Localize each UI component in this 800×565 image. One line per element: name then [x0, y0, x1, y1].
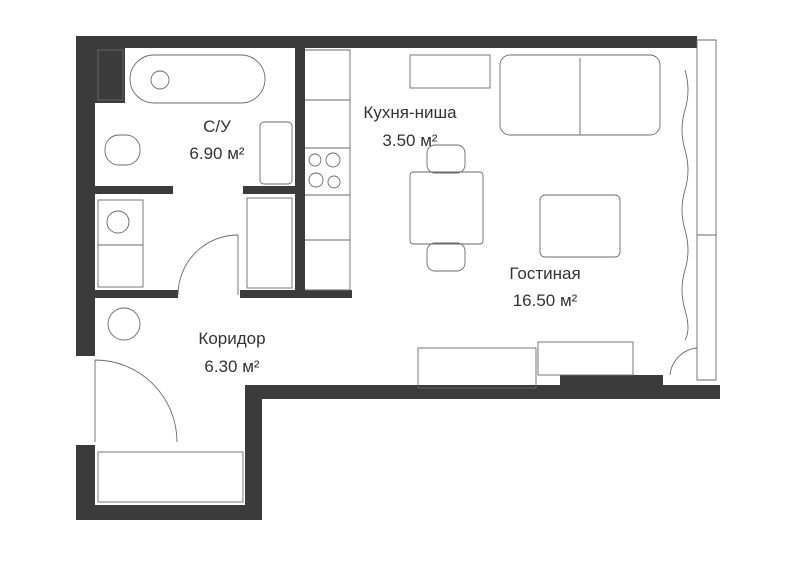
entry-wardrobe — [97, 451, 244, 503]
wardrobe — [417, 347, 537, 389]
dining-table — [409, 171, 484, 245]
corridor-area: 6.30 м² — [204, 357, 259, 376]
tv-stand — [537, 341, 634, 376]
entrance-door — [94, 359, 178, 443]
kitchen-name: Кухня-ниша — [363, 103, 457, 122]
kitchen-area: 3.50 м² — [382, 131, 437, 150]
toilet — [104, 134, 141, 166]
wardrobe — [246, 197, 293, 289]
curtain — [681, 69, 689, 341]
bathroom-name: С/У — [203, 117, 231, 136]
bathroom-door — [177, 234, 239, 296]
radiator — [409, 54, 491, 89]
bathtub — [129, 54, 266, 104]
room-labels: С/У 6.90 м² Кухня-ниша 3.50 м² Гостиная … — [189, 103, 580, 376]
furniture — [94, 39, 717, 503]
coffee-table — [539, 194, 621, 258]
sink — [259, 121, 293, 185]
balcony-door — [669, 347, 698, 376]
corridor-name: Коридор — [198, 329, 265, 348]
living-area: 16.50 м² — [513, 291, 578, 310]
washing-machine — [97, 199, 144, 246]
bathroom-area: 6.90 м² — [189, 144, 244, 163]
living-name: Гостиная — [509, 264, 580, 283]
walls — [76, 36, 720, 520]
